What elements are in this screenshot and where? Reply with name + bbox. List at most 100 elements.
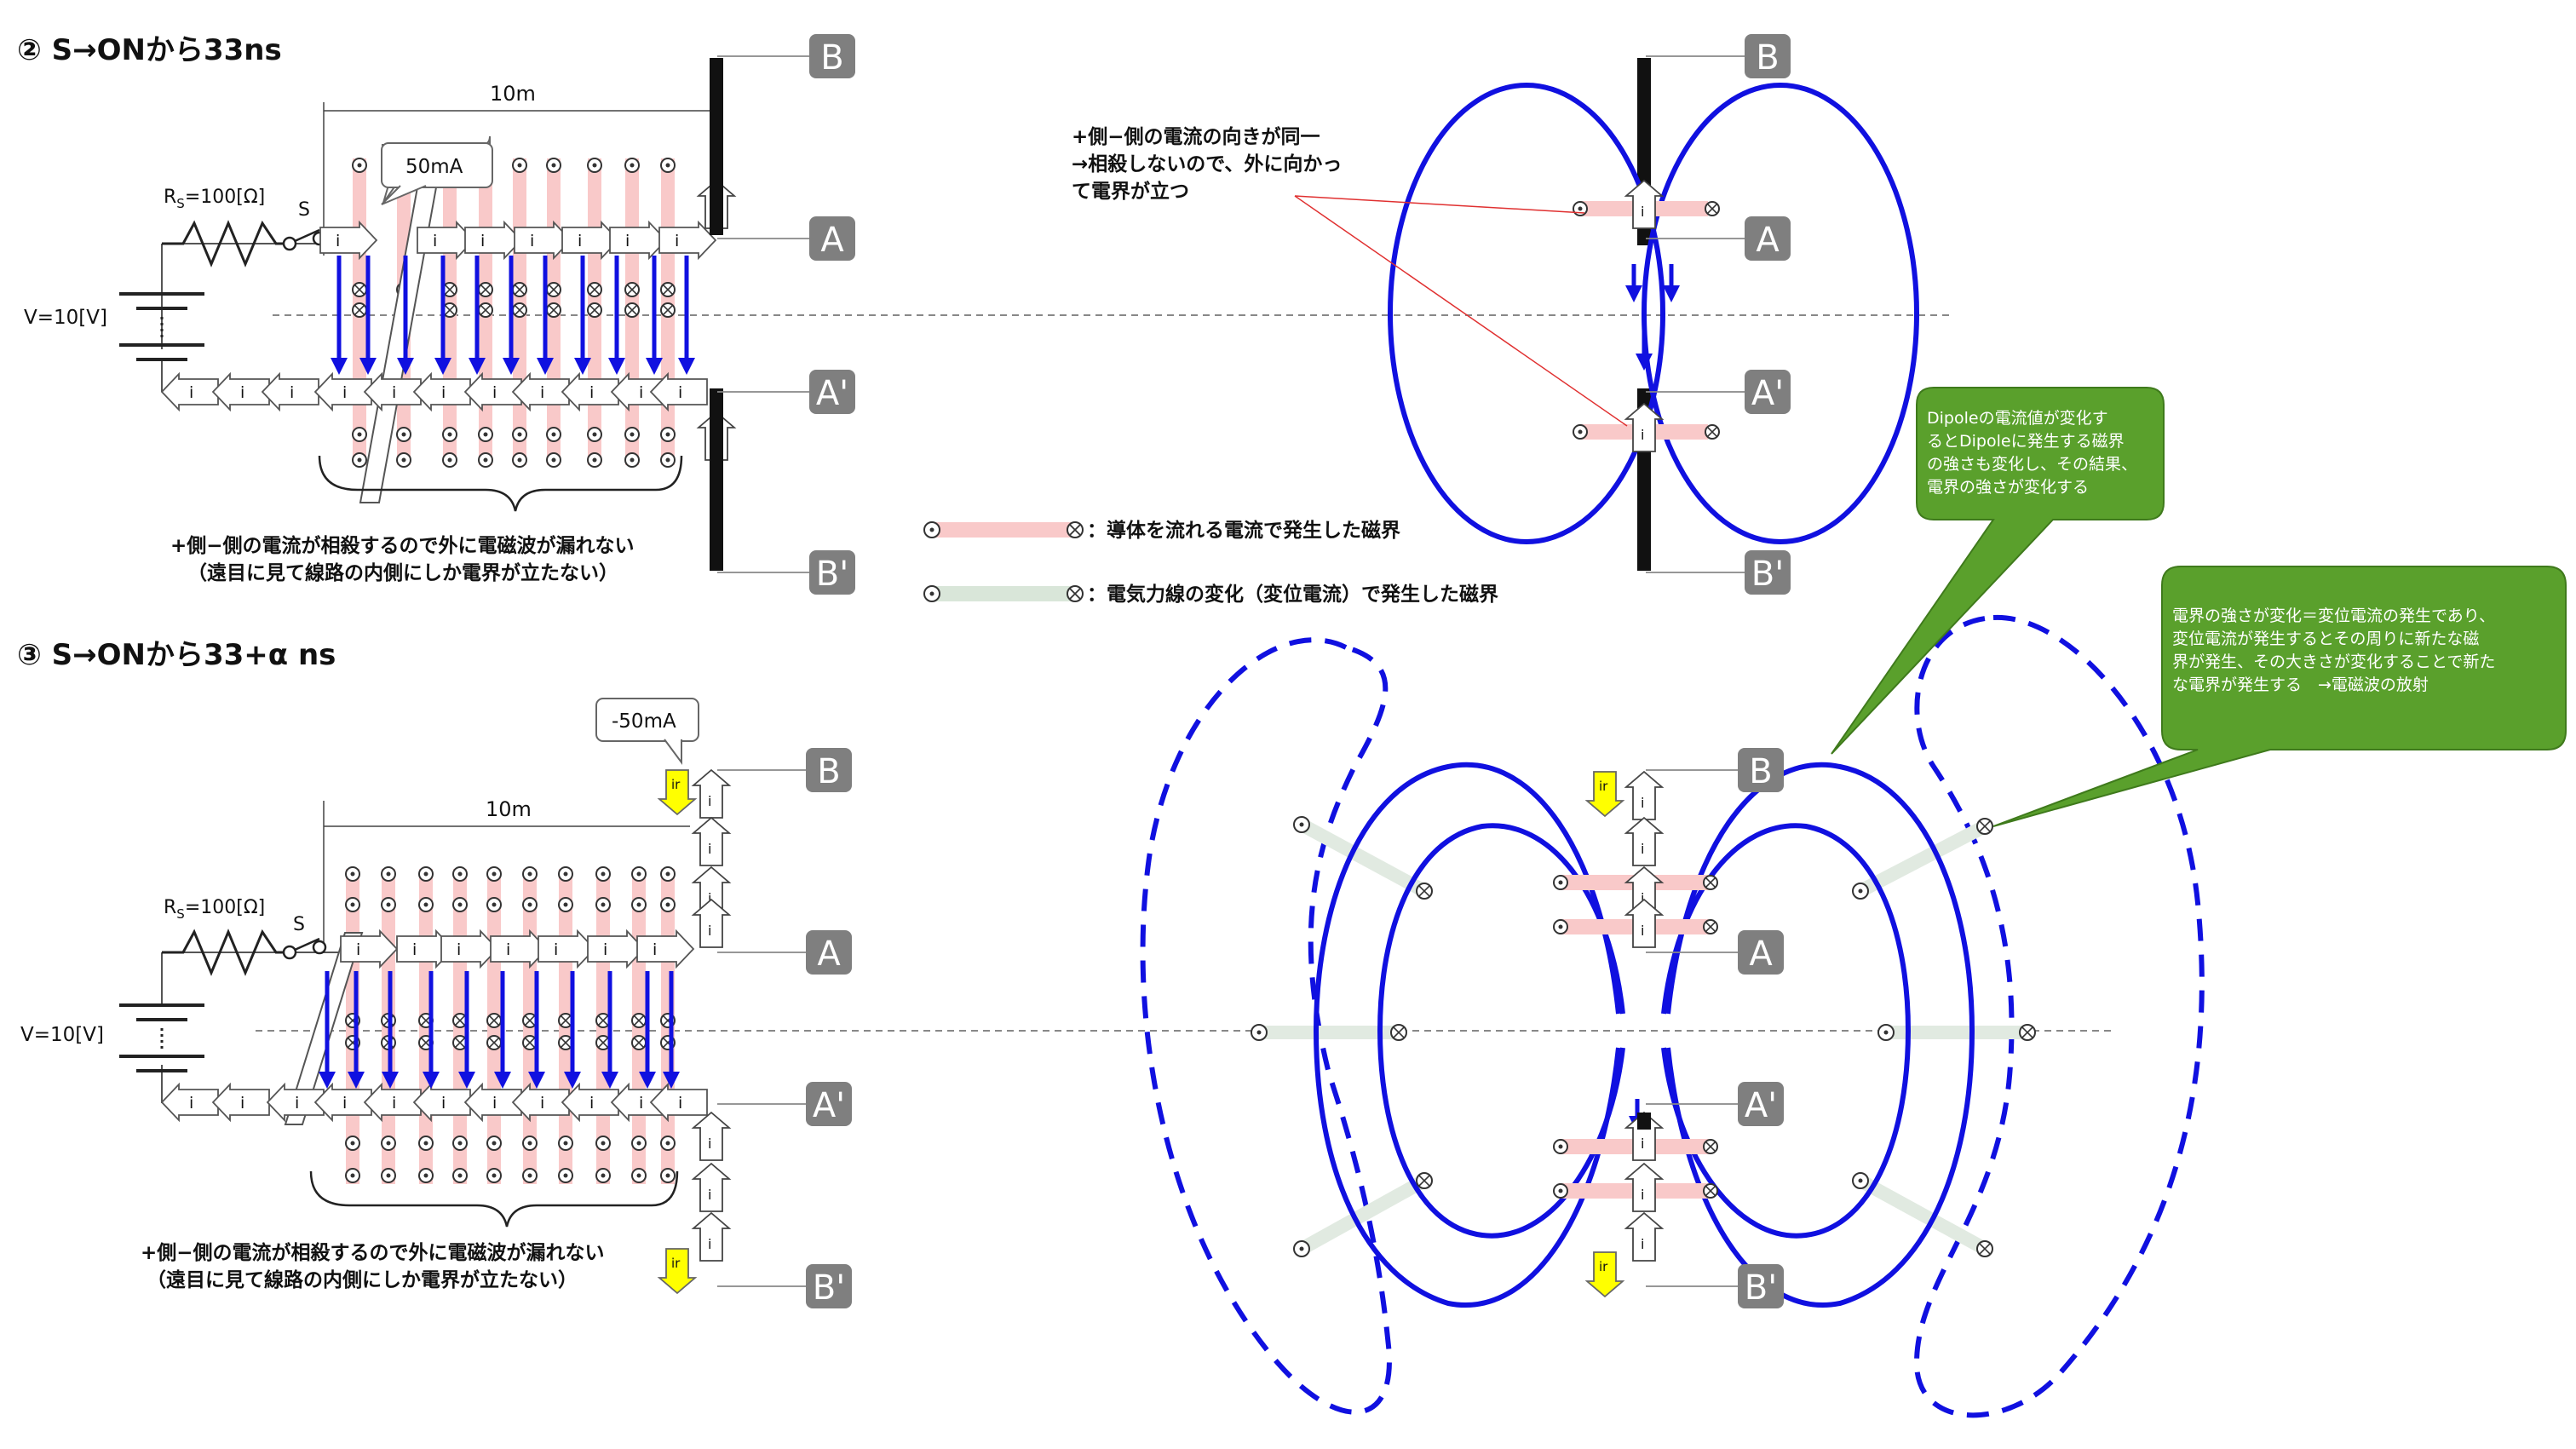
terminal-label: B' (813, 1268, 845, 1308)
switch-blade (294, 228, 320, 243)
terminal-label: B' (1751, 555, 1784, 594)
terminal-box (1745, 550, 1791, 595)
current-symbol: i (480, 232, 485, 250)
svg-text:i: i (708, 841, 711, 857)
current-symbol: i (392, 383, 396, 402)
battery (119, 292, 204, 361)
current-symbol: i (506, 940, 510, 959)
current-symbol: i (336, 232, 340, 250)
current-symbol: i (412, 940, 417, 959)
section3-title: ③ S→ONから33+α ns (17, 638, 336, 672)
dipole2-note-line1: +側−側の電流の向きが同一 (1072, 125, 1320, 148)
current-symbol: i (530, 232, 534, 250)
current-symbol: i (678, 383, 682, 402)
current-arrow (649, 1082, 708, 1123)
current-arrow (538, 929, 596, 969)
conductor-lower (710, 388, 723, 571)
current-arrow (464, 220, 523, 261)
section2-title: ② S→ONから33ns (17, 33, 282, 67)
dipole2: ii +側−側の電流の向きが同一 →相殺しないので、外に向かっ て電界が立つ B… (1072, 34, 1919, 595)
terminal-box (809, 216, 855, 261)
reflected-current-arrow (1584, 771, 1625, 818)
dipole-current-arrow (1624, 402, 1665, 452)
current-arrow (463, 371, 522, 412)
terminal-label: A' (816, 374, 848, 413)
callout2-line4: な電界が発生する →電磁波の放射 (2172, 676, 2429, 694)
current-arrow (313, 371, 372, 412)
terminal-label: A (1756, 221, 1780, 260)
callout2: 電界の強さが変化＝変位電流の発生であり、 変位電流が発生するとその周りに新たな磁… (2172, 605, 2560, 697)
current-arrow (658, 220, 717, 261)
current-symbol: i (441, 383, 446, 402)
terminal-label: A' (1751, 374, 1784, 413)
field-loop-left-outer (1313, 762, 1621, 1308)
dipole-current-arrow (691, 898, 732, 948)
current-symbol: i (603, 940, 607, 959)
terminal-box (809, 34, 855, 78)
section3-note-line1: +側−側の電流が相殺するので外に電磁波が漏れない (141, 1241, 605, 1264)
svg-text:ir: ir (671, 1256, 681, 1271)
terminal-label: A' (1745, 1086, 1777, 1125)
svg-text:ir: ir (1599, 779, 1608, 794)
current-arrow (610, 1082, 669, 1123)
dipole-current-arrow (1624, 1162, 1665, 1212)
svg-text:i: i (708, 890, 711, 906)
dipole-current-arrow (1624, 898, 1665, 948)
terminal-label: B (820, 38, 843, 78)
terminal-label: B' (816, 555, 848, 594)
svg-text:i: i (708, 1236, 711, 1252)
current-arrow (440, 929, 499, 969)
legend-item1: ：導体を流れる電流で発生した磁界 (1087, 519, 1400, 542)
current-arrow (313, 1082, 372, 1123)
current-symbol: i (240, 1094, 244, 1113)
current-symbol: i (189, 383, 193, 402)
field-loop-left (1388, 83, 1665, 544)
terminal-box (1738, 1264, 1784, 1308)
current-arrow (363, 1082, 422, 1123)
voltage-label-3: V=10[V] (20, 1024, 104, 1046)
callout2-line1: 電界の強さが変化＝変位電流の発生であり、 (2172, 607, 2496, 625)
section3-magnetic-bars (345, 866, 676, 1184)
dipole-current-arrow (1624, 770, 1665, 820)
current-symbol: i (554, 940, 558, 959)
current-symbol: i (492, 1094, 497, 1113)
current-arrow (211, 371, 270, 412)
current-arrow (561, 1082, 619, 1123)
callout1-line2: るとDipoleに発生する磁界 (1927, 432, 2125, 451)
current-arrow (636, 929, 695, 969)
current-symbol: i (189, 1094, 193, 1113)
current-callout: 50mA (381, 135, 493, 205)
current-arrow (649, 371, 708, 412)
current-symbol: i (240, 383, 244, 402)
current-symbol: i (639, 383, 643, 402)
resistor (162, 220, 290, 267)
field-loop-right-inner (1661, 823, 1912, 1239)
terminal-box (806, 748, 852, 792)
current-symbol: i (578, 232, 582, 250)
current-symbol: i (457, 940, 461, 959)
battery-3 (119, 1003, 204, 1072)
legend-item2: ：電気力線の変化（変位電流）で発生した磁界 (1087, 583, 1498, 606)
dipole-current-arrow (1624, 816, 1665, 866)
svg-text:i: i (1641, 1136, 1644, 1152)
current-arrow (463, 1082, 522, 1123)
svg-text:i: i (1641, 890, 1644, 906)
svg-text:i: i (708, 923, 711, 939)
svg-text:i: i (708, 793, 711, 809)
terminal-box (809, 550, 855, 595)
callout1-line4: 電界の強さが変化する (1927, 478, 2090, 497)
conductor-upper (710, 58, 723, 235)
svg-text:i: i (1641, 841, 1644, 857)
terminal-label: A (817, 934, 841, 974)
callout2-shape (1992, 566, 2567, 827)
current-value-3: -50mA (612, 710, 676, 733)
current-symbol: i (492, 383, 497, 402)
terminal-label: A (820, 221, 844, 260)
current-symbol: i (540, 383, 544, 402)
section2-distance: 10m (490, 82, 536, 106)
field-loop-right (1642, 83, 1919, 544)
legend-pink-bar (935, 522, 1072, 538)
reflected-current-arrow (657, 769, 698, 816)
